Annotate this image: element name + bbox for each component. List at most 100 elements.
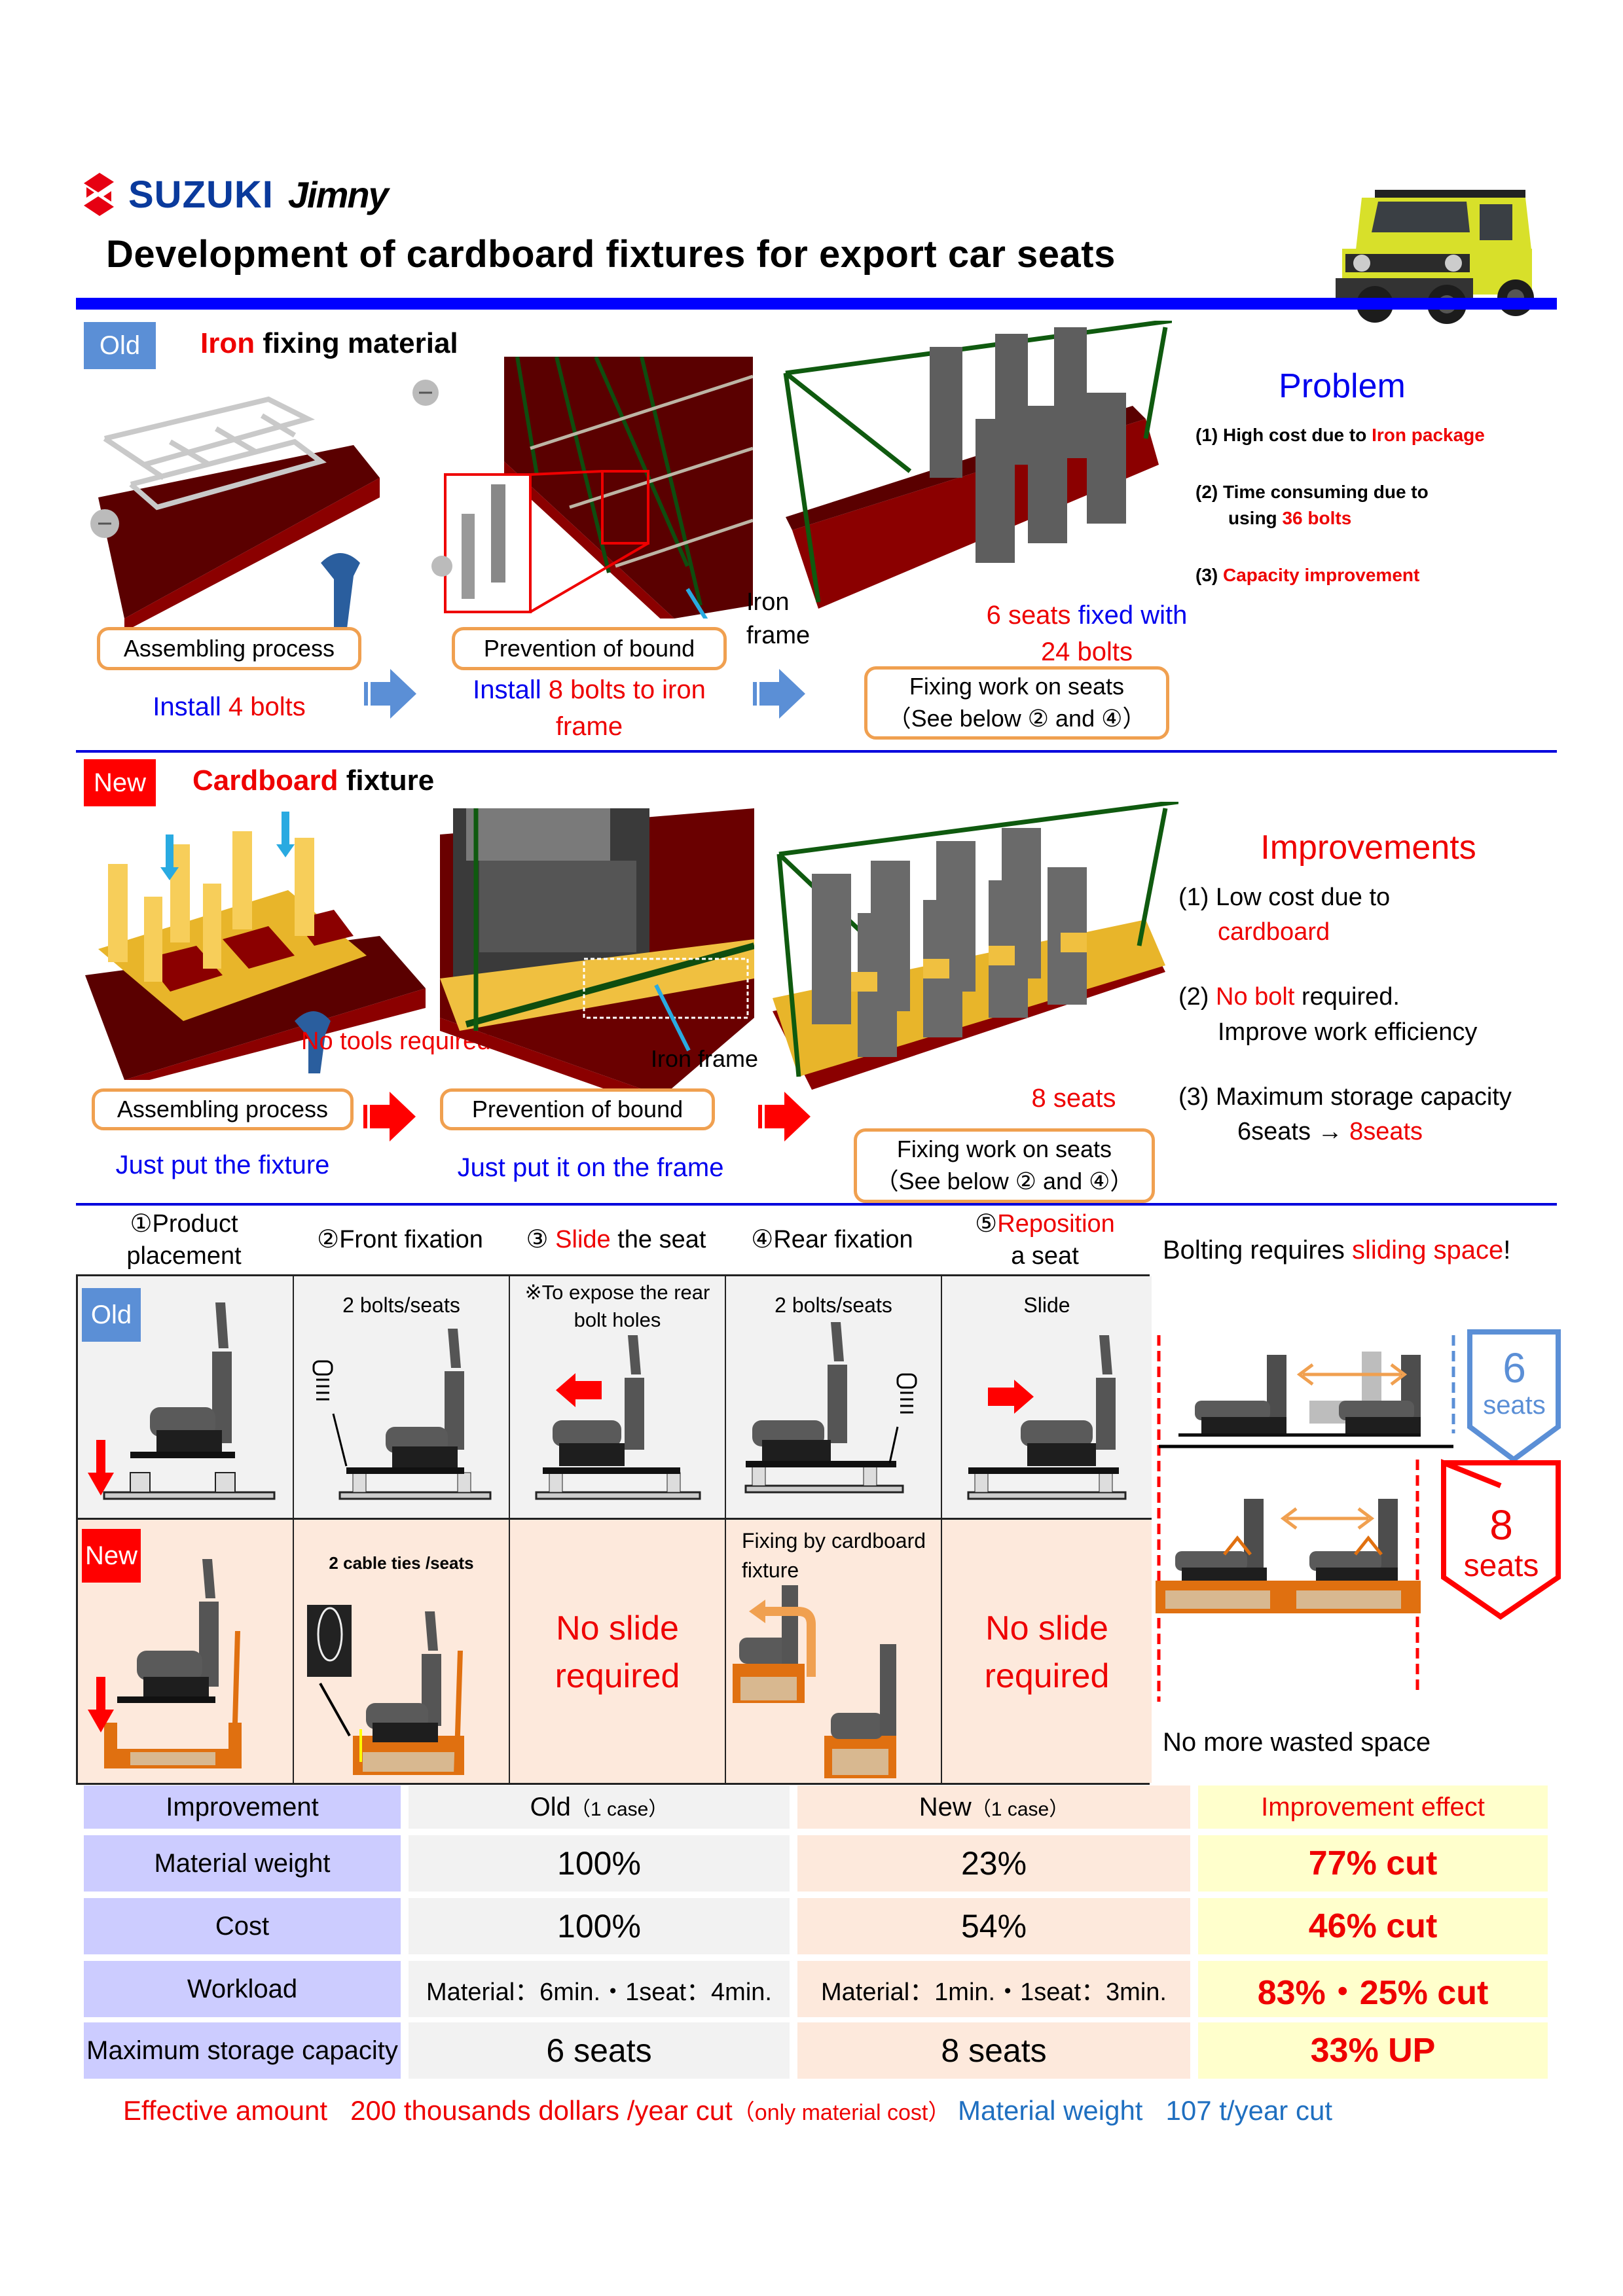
step-header-3: ③ Slide the seat (526, 1226, 706, 1254)
left-arrow-icon (556, 1373, 575, 1407)
space-comparison-diagram (1156, 1329, 1561, 1702)
new-row-tag: New (82, 1529, 141, 1583)
new-fixing-work-box: Fixing work on seats（See below ② and ④） (854, 1128, 1155, 1203)
sliding-space-note: Bolting requires sliding space! (1163, 1236, 1511, 1265)
old-step-1-cell: Old (78, 1276, 294, 1520)
old-step-4-cell: 2 bolts/seats (726, 1276, 942, 1520)
new-assembling-process-box: Assembling process (92, 1088, 354, 1130)
old-row-tag: Old (82, 1288, 141, 1342)
eight-seats-badge (1441, 1459, 1561, 1620)
col-header-old: Old（1 case） (409, 1785, 790, 1829)
seat-bolt-rear-icon (744, 1322, 917, 1494)
problem-list: (1) High cost due to Iron package (2) Ti… (1195, 422, 1562, 588)
iron-frame-closeup-illustration (431, 357, 753, 619)
no-slide-required-label: No slide required (984, 1609, 1110, 1695)
col-header-effect: Improvement effect (1198, 1785, 1548, 1829)
right-arrow-icon (363, 1092, 416, 1141)
improvement-item-2: (2) No bolt required.Improve work effici… (1178, 983, 1478, 1046)
suzuki-jimny-logo: SUZUKI Jimny (84, 171, 389, 217)
drill-icon (321, 553, 360, 628)
step-header-5: ⑤Reposition a seat (975, 1210, 1115, 1270)
page-title: Development of cardboard fixtures for ex… (106, 233, 1116, 276)
improvements-title: Improvements (1260, 829, 1476, 867)
problem-title: Problem (1279, 367, 1406, 405)
right-arrow-icon (364, 669, 416, 719)
right-arrow-icon (753, 669, 805, 719)
effect-summary-footer: Effective amount 200 thousands dollars /… (123, 2095, 1332, 2126)
iron-frame-assembly-illustration (90, 380, 439, 628)
cardboard-fixture-assembly-illustration (85, 812, 426, 1080)
results-row: Cost 100% 54% 46% cut (84, 1898, 1548, 1954)
seat-cable-tie-icon (307, 1605, 464, 1775)
results-row: Material weight 100% 23% 77% cut (84, 1835, 1548, 1892)
effective-amount-value: 200 thousands dollars /year cut (350, 2095, 733, 2126)
seat-slide-back-icon (535, 1335, 701, 1500)
old-step2-note: Install 8 bolts to iron frame (473, 675, 706, 741)
brand-name: SUZUKI (128, 173, 274, 216)
new-section-title: Cardboard fixture (192, 764, 435, 797)
material-weight-label: Material weight (958, 2095, 1143, 2126)
results-header-row: Improvement Old（1 case） New（1 case） Impr… (84, 1785, 1548, 1829)
iron-frame-callout: Iron frame (651, 1045, 759, 1072)
old-assembling-process-box: Assembling process (97, 627, 361, 670)
seat-bolt-front-icon (312, 1329, 492, 1500)
new-step-5-cell: No slide required (942, 1520, 1152, 1783)
old-six-seats-caption: 6 seats fixed with 24 bolts (986, 601, 1188, 666)
old-tag: Old (84, 322, 156, 369)
eight-seats-cardboard-package-illustration (773, 802, 1178, 1090)
results-row: Maximum storage capacity 6 seats 8 seats… (84, 2022, 1548, 2079)
new-prevention-of-bound-box: Prevention of bound (440, 1088, 715, 1130)
section-divider (76, 750, 1557, 753)
no-wasted-space-note: No more wasted space (1163, 1728, 1431, 1757)
seat-placement-icon (88, 1302, 276, 1500)
new-step-4-cell: Fixing by cardboard fixture (726, 1520, 942, 1783)
material-weight-value: 107 t/year cut (1165, 2095, 1332, 2126)
new-step-2-cell: 2 cable ties /seats (294, 1520, 510, 1783)
eight-seats-badge-text: 8 seats (1463, 1501, 1539, 1584)
iron-frame-callout: Iron frame (746, 588, 811, 650)
right-arrow-icon (1014, 1380, 1034, 1414)
step-header-2: ②Front fixation (317, 1226, 483, 1254)
new-step1-note: Just put the fixture (115, 1151, 330, 1179)
old-step1-note: Install 4 bolts (153, 692, 306, 721)
old-prevention-of-bound-box: Prevention of bound (452, 627, 727, 670)
col-header-improvement: Improvement (84, 1785, 401, 1829)
seat-cardboard-fixing-icon (733, 1585, 896, 1778)
bolt-icon (896, 1373, 917, 1389)
no-slide-required-label: No slide required (555, 1609, 680, 1695)
cardboard-fixture-closeup-illustration (440, 808, 754, 1096)
problem-item-3: (3) Capacity improvement (1195, 564, 1420, 585)
down-arrow-icon (88, 1710, 114, 1732)
jimny-car-image (1336, 190, 1534, 324)
new-step-3-cell: No slide required (510, 1520, 726, 1783)
six-seats-badge (1467, 1329, 1561, 1463)
col-header-new: New（1 case） (797, 1785, 1190, 1829)
model-name: Jimny (287, 173, 389, 215)
cable-tie-photo (307, 1605, 352, 1677)
problem-item-1: (1) High cost due to Iron package (1195, 425, 1485, 445)
old-step-3-cell: ※To expose the rear bolt holes (510, 1276, 726, 1520)
effective-amount-label: Effective amount (123, 2095, 328, 2126)
step-header-4: ④Rear fixation (751, 1226, 913, 1254)
right-arrow-icon (758, 1092, 811, 1141)
old-step-2-cell: 2 bolts/seats (294, 1276, 510, 1520)
bolt-icon (312, 1360, 333, 1376)
old-fixing-work-box: Fixing work on seats（See below ② and ④） (864, 666, 1169, 740)
iron-frame-pointer (654, 984, 691, 1052)
iron-frame-pointer (685, 588, 708, 619)
old-step-5-cell: Slide (942, 1276, 1152, 1520)
seat-slide-forward-icon (967, 1335, 1127, 1500)
new-eight-seats-caption: 8 seats (1031, 1084, 1116, 1113)
process-grid: Old 2 bolts/seats ※To expose the rear bo… (76, 1274, 1152, 1785)
step-header-1: ①Product placement (126, 1210, 242, 1270)
new-tag: New (84, 759, 156, 806)
six-seats-badge-text: 6 seats (1483, 1344, 1546, 1420)
six-seats-iron-package-illustration (783, 321, 1172, 609)
new-step2-note: Just put it on the frame (457, 1153, 724, 1182)
drill-icon (295, 1011, 331, 1073)
old-section-title: Iron fixing material (200, 327, 458, 359)
